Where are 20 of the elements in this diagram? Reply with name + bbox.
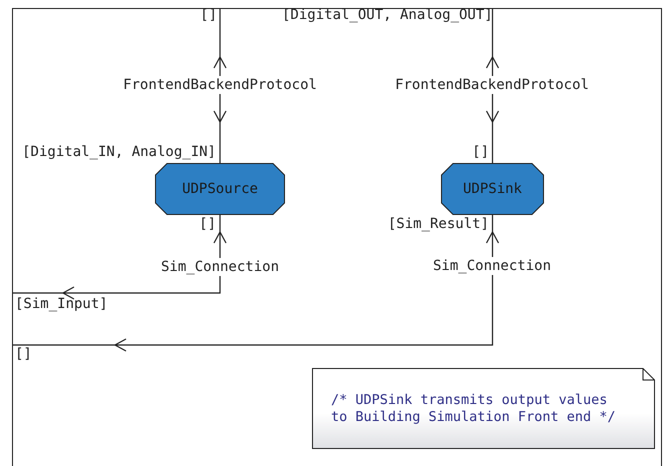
port-label: [Digital_OUT, Analog_OUT] bbox=[282, 7, 493, 23]
port-label: [] bbox=[199, 216, 216, 232]
port-label: [Sim_Input] bbox=[15, 296, 108, 312]
diagram-frame bbox=[12, 8, 662, 466]
component-block bbox=[441, 163, 544, 215]
port-label: [] bbox=[15, 346, 32, 362]
connector-arrow bbox=[213, 8, 227, 163]
connector-arrow bbox=[12, 215, 500, 352]
note-text: /* UDPSink transmits output values to Building Simulation Front end */ bbox=[331, 392, 616, 426]
edge-label: Sim_Connection bbox=[431, 257, 553, 275]
port-label: [Sim_Result] bbox=[388, 216, 489, 232]
component-block bbox=[155, 163, 285, 215]
comment-note bbox=[312, 368, 655, 449]
connector-arrow bbox=[486, 8, 500, 163]
edge-label: Sim_Connection bbox=[159, 258, 281, 276]
port-label: [] bbox=[472, 144, 489, 160]
port-label: [Digital_IN, Analog_IN] bbox=[22, 144, 216, 160]
component-name: UDPSource bbox=[182, 181, 258, 197]
connector-arrow bbox=[12, 215, 227, 300]
component-name: UDPSink bbox=[462, 181, 522, 197]
